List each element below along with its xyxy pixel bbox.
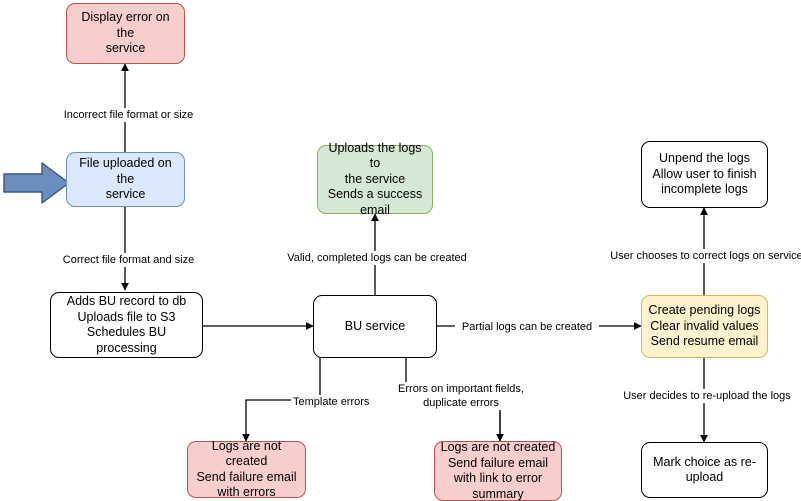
node-bu-service[interactable]: BU service <box>313 295 437 358</box>
edge-label-template-errors: Template errors <box>291 395 379 409</box>
node-logs-not-created-summary[interactable]: Logs are not created Send failure email … <box>434 440 562 501</box>
node-display-error[interactable]: Display error on the service <box>66 3 185 64</box>
edge-label-correct-format: Correct file format and size <box>58 253 199 267</box>
node-uploads-logs[interactable]: Uploads the logs to the service Sends a … <box>317 141 433 217</box>
node-logs-not-created-errors[interactable]: Logs are not created Send failure email … <box>187 439 306 499</box>
node-file-uploaded[interactable]: File uploaded on the service <box>66 152 185 207</box>
node-create-pending-logs[interactable]: Create pending logs Clear invalid values… <box>641 295 768 358</box>
edge-label-user-reuploads: User decides to re-upload the logs <box>618 389 796 403</box>
edge-label-incorrect-format: Incorrect file format or size <box>57 108 200 122</box>
start-block-arrow-icon <box>3 162 70 204</box>
edge-label-valid-logs: Valid, completed logs can be created <box>283 251 471 265</box>
edge-label-errors-important: Errors on important fields, duplicate er… <box>392 382 530 410</box>
edge-label-user-corrects: User chooses to correct logs on service <box>608 249 801 263</box>
node-mark-choice[interactable]: Mark choice as re- upload <box>641 442 768 498</box>
node-adds-bu-record[interactable]: Adds BU record to db Uploads file to S3 … <box>50 292 203 358</box>
node-unpend-logs[interactable]: Unpend the logs Allow user to finish inc… <box>641 141 768 208</box>
edge-label-partial-logs: Partial logs can be created <box>455 320 599 334</box>
